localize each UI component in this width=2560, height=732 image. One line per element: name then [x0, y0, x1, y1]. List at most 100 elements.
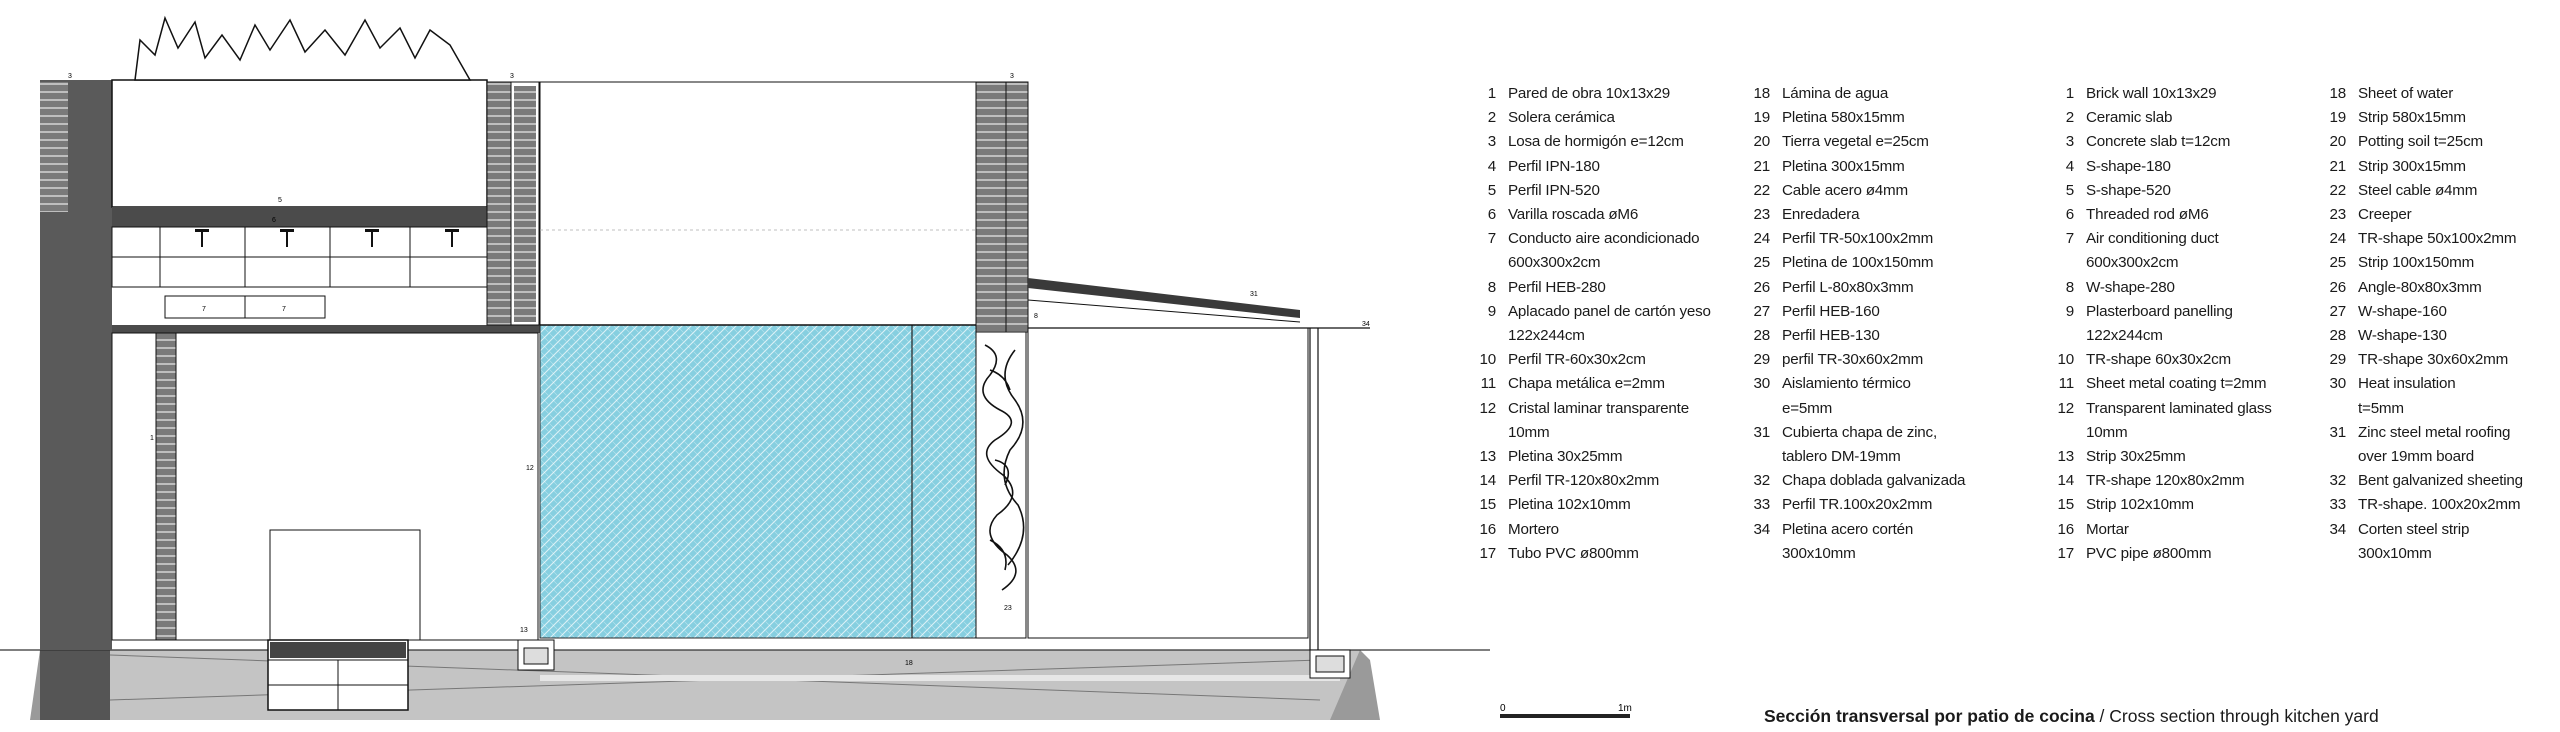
legend-number: 9 — [1487, 302, 1496, 320]
legend-number: 3 — [2065, 133, 2074, 151]
legend-text: W-shape-130 — [2358, 327, 2447, 345]
legend-number: 8 — [2065, 278, 2074, 296]
legend-number: 14 — [2057, 472, 2075, 490]
legend-text: Cubierta chapa de zinc, — [1782, 423, 1937, 441]
legend-text: Tierra vegetal e=25cm — [1782, 133, 1929, 151]
tag-23: 23 — [1004, 605, 1012, 612]
legend-text: Sheet of water — [2358, 85, 2454, 102]
legend-number: 29 — [1753, 351, 1771, 369]
legend-item: 14 TR-shape 120x80x2mm — [2044, 469, 2272, 493]
legend-text: Creeper — [2358, 206, 2412, 224]
legend-text: Ceramic slab — [2086, 109, 2173, 127]
legend-text: Air conditioning duct — [2086, 230, 2219, 248]
legend-number: 34 — [2329, 520, 2347, 538]
legend-text: Strip 100x150mm — [2358, 254, 2475, 272]
legend-number: 24 — [1753, 230, 1771, 248]
scale-start: 0 — [1500, 703, 1506, 714]
water-zone: 13 — [517, 81, 979, 671]
legend-text-line2: 600x300x2cm — [2086, 254, 2179, 272]
legend-number: 32 — [2329, 472, 2347, 490]
legend-text-line2: 300x10mm — [1782, 544, 1856, 562]
legend-text: Brick wall 10x13x29 — [2086, 85, 2217, 102]
legend-item: 7 Air conditioning duct 600x300x2cm — [2044, 227, 2272, 275]
legend-text: Enredadera — [1782, 206, 1860, 224]
caption-separator: / — [2094, 706, 2110, 726]
tag-6: 6 — [272, 217, 276, 224]
legend-text: Pletina 30x25mm — [1508, 448, 1623, 466]
legend-text: TR-shape 120x80x2mm — [2086, 472, 2245, 490]
legend-text-line2: over 19mm board — [2358, 448, 2475, 466]
legend-number: 31 — [2329, 423, 2347, 441]
legend-text: S-shape-180 — [2086, 157, 2171, 175]
legend-number: 23 — [2329, 206, 2347, 224]
legend-item: 2 Solera cerámica — [1466, 106, 1711, 130]
legend-number: 11 — [1480, 375, 1497, 393]
legend-number: 7 — [1487, 230, 1496, 248]
tag-18: 18 — [905, 660, 913, 667]
legend-text: Pletina 580x15mm — [1782, 109, 1905, 127]
legend-text-line2: 10mm — [1508, 423, 1550, 441]
tag-1: 1 — [150, 435, 154, 442]
legend-number: 7 — [2065, 230, 2074, 248]
legend-number: 6 — [2065, 206, 2074, 224]
legend-number: 30 — [2329, 375, 2347, 393]
tag-12: 12 — [526, 465, 534, 472]
legend-number: 26 — [1753, 278, 1771, 296]
legend-number: 2 — [2065, 109, 2074, 127]
legend-text: Threaded rod øM6 — [2086, 206, 2209, 224]
legend-number: 16 — [2057, 520, 2075, 538]
legend-text: Cristal laminar transparente — [1508, 399, 1689, 417]
legend-text: Pletina 300x15mm — [1782, 157, 1905, 175]
legend-number: 4 — [2065, 157, 2074, 175]
legend-text: Chapa metálica e=2mm — [1508, 375, 1665, 393]
legend-number: 6 — [1487, 206, 1496, 224]
legend-number: 21 — [2329, 157, 2347, 175]
legend-text: Strip 102x10mm — [2086, 496, 2194, 514]
legend-text: Bent galvanized sheeting — [2358, 472, 2523, 490]
legend-number: 21 — [1753, 157, 1771, 175]
legend-text: Mortero — [1508, 520, 1559, 538]
legend-number: 20 — [2329, 133, 2347, 151]
legend-text: Steel cable ø4mm — [2358, 181, 2478, 199]
ground-section: 18 — [0, 649, 1490, 720]
legend-number: 1 — [1487, 85, 1496, 102]
legend-text: Angle-80x80x3mm — [2358, 278, 2482, 296]
legend-text: Pletina 102x10mm — [1508, 496, 1631, 514]
legend-text-line2: t=5mm — [2358, 399, 2404, 417]
legend-number: 8 — [1487, 278, 1496, 296]
legend-number: 22 — [2329, 181, 2347, 199]
legend-item: 21 Pletina 300x15mm — [1740, 155, 1965, 179]
legend-number: 10 — [1479, 351, 1497, 369]
legend-text: Solera cerámica — [1508, 109, 1615, 127]
left-building: 7 7 5 6 1 12 — [40, 79, 553, 711]
legend-text: Zinc steel metal roofing — [2358, 423, 2511, 441]
legend-number: 29 — [2329, 351, 2347, 369]
legend-number: 23 — [1753, 206, 1771, 224]
tag-7b: 7 — [282, 306, 286, 313]
legend-number: 2 — [1487, 109, 1496, 127]
